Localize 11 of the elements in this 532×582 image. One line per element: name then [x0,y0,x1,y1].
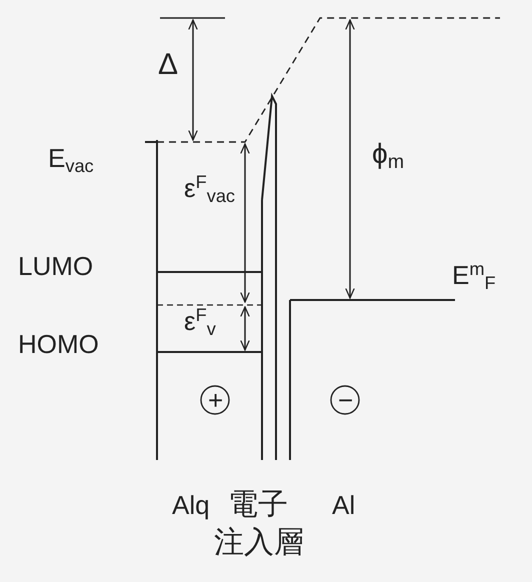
energy-level-label: HOMO [18,331,99,357]
energy-level-label: LUMO [18,253,94,279]
energy-level-label: E$_{vac}$ [48,145,94,171]
work-function-label: ϕ$_{m}$ [372,140,404,168]
charge-symbol: + [208,387,224,413]
layer-label: Al [332,492,356,518]
layer-label: Alq [172,492,210,518]
charge-symbol: − [338,387,354,413]
layer-label: 注入層 [214,528,304,558]
layer-label: 電子 [228,490,288,520]
greek-delta-label: Δ [158,50,178,80]
